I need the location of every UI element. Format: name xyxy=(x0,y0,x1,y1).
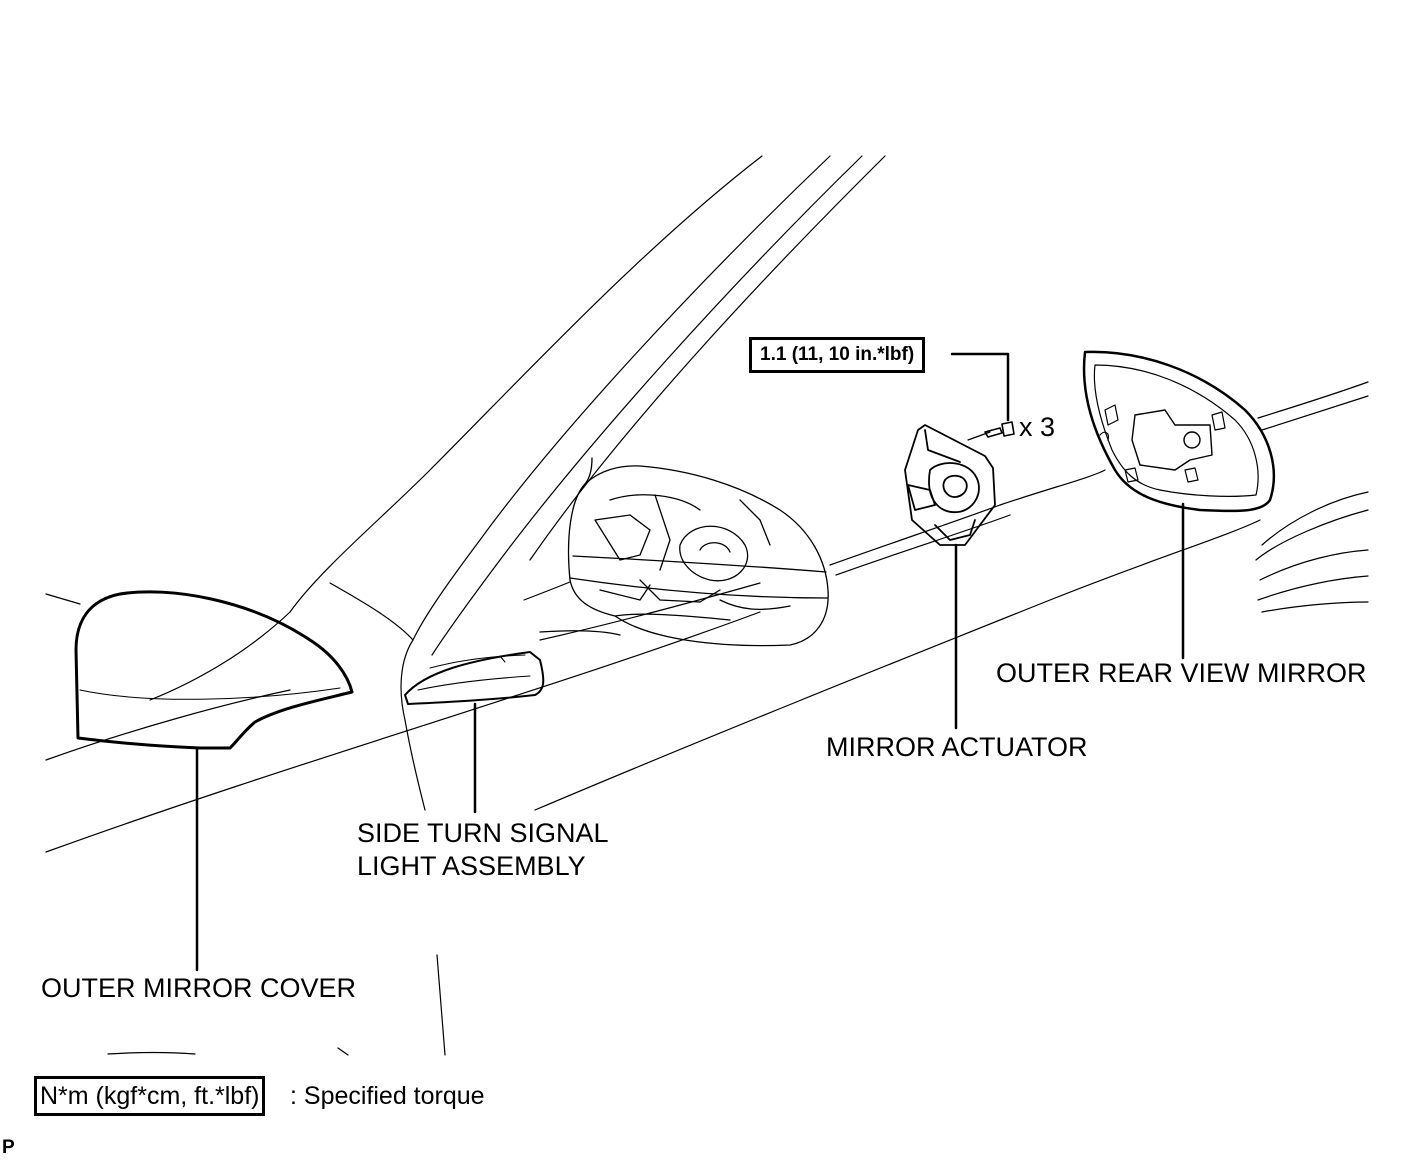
outer-rear-view-mirror-drawing xyxy=(1082,350,1276,513)
outer-mirror-cover-drawing xyxy=(74,590,354,750)
leader-lines xyxy=(195,352,1185,972)
legend-unit-box: N*m (kgf*cm, ft.*lbf) xyxy=(34,1076,266,1116)
mirror-actuator-drawing xyxy=(904,421,1015,546)
body-lines xyxy=(45,381,1369,853)
legend-description: : Specified torque xyxy=(290,1082,485,1110)
label-outer-mirror-cover: OUTER MIRROR COVER xyxy=(41,973,357,1003)
a-pillar-outline xyxy=(107,155,886,1056)
label-outer-rear-view-mirror: OUTER REAR VIEW MIRROR xyxy=(996,658,1367,688)
quantity-label: x 3 xyxy=(1019,412,1056,442)
mirror-housing-ghost xyxy=(539,457,829,647)
label-side-turn-signal-line2: LIGHT ASSEMBLY xyxy=(357,851,586,881)
corner-mark: P xyxy=(2,1137,15,1158)
label-mirror-actuator: MIRROR ACTUATOR xyxy=(826,732,1088,762)
label-side-turn-signal-line1: SIDE TURN SIGNAL xyxy=(357,818,609,848)
torque-callout: 1.1 (11, 10 in.*lbf) xyxy=(749,337,926,373)
side-turn-signal-drawing xyxy=(404,651,545,705)
